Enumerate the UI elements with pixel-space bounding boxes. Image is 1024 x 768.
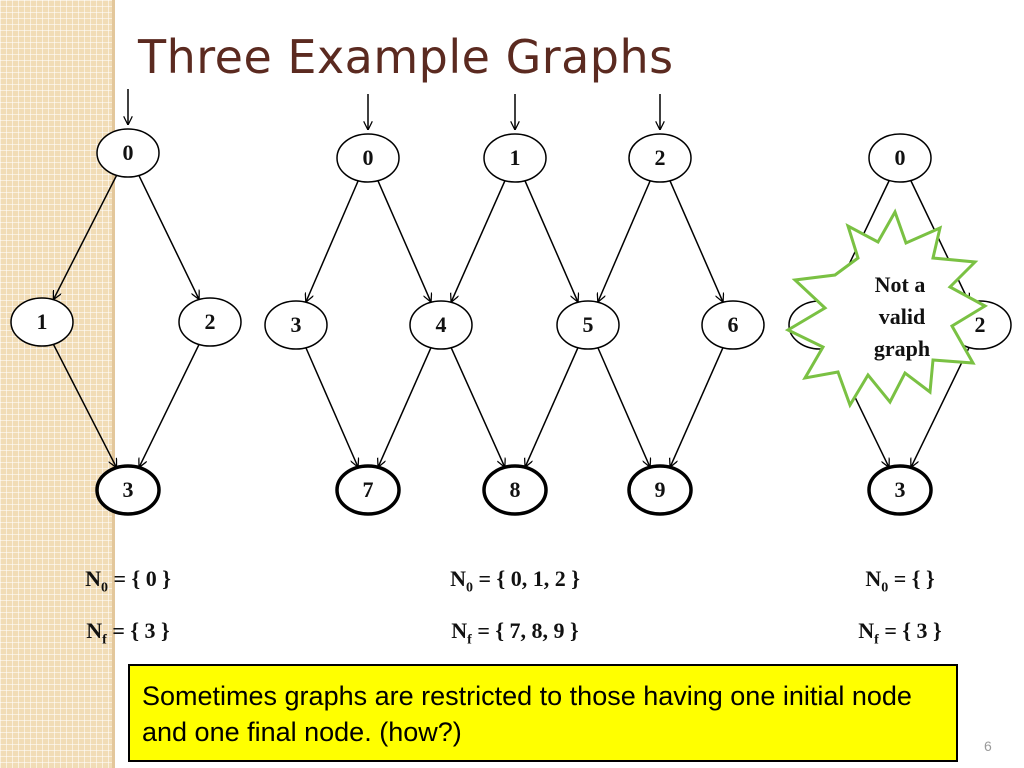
- graph-1-initial-set: N0 = { 0 }: [85, 566, 171, 596]
- side-strip-edge: [112, 0, 115, 768]
- edge-g2n0-g2n4: [377, 180, 431, 303]
- node-g3n0: [868, 133, 932, 183]
- node-g1n1: [10, 297, 74, 347]
- badge-line-1: Not a: [875, 272, 926, 297]
- edge-g1n0-g1n1: [52, 174, 118, 299]
- edge-g1n1-g1n3: [52, 343, 118, 467]
- node-label-g3n3: 3: [895, 477, 906, 502]
- node-label-g1n1: 1: [37, 309, 48, 334]
- edge-g2n0-g2n3: [306, 180, 359, 302]
- edge-g2n2-g2n5: [598, 180, 651, 302]
- node-g2n0: [336, 133, 400, 183]
- final-node-g1n3: [95, 464, 161, 516]
- page-number: 6: [984, 738, 992, 754]
- node-label-g2n1: 1: [510, 145, 521, 170]
- graph-2-final-set: Nf = { 7, 8, 9 }: [451, 618, 579, 648]
- badge-line-2: valid: [879, 304, 925, 329]
- node-label-g3n2: 2: [975, 312, 986, 337]
- node-label-g2n8: 8: [510, 477, 521, 502]
- node-g2n2: [628, 133, 692, 183]
- badge-star-shape: [784, 208, 989, 409]
- graph-1-final-set: Nf = { 3 }: [86, 618, 170, 648]
- node-g2n5: [556, 300, 620, 350]
- initial-arrows-layer: [128, 89, 660, 130]
- edge-g2n5-g2n8: [525, 347, 579, 468]
- final-node-g2n7: [335, 464, 401, 516]
- note-callout: Sometimes graphs are restricted to those…: [128, 664, 958, 762]
- graph-3-initial-set: N0 = { }: [865, 566, 935, 596]
- edge-g2n1-g2n5: [524, 180, 578, 303]
- node-label-g2n0: 0: [363, 145, 374, 170]
- final-node-g2n9: [627, 464, 693, 516]
- edge-g2n5-g2n9: [597, 347, 650, 468]
- edge-g2n2-g2n6: [669, 180, 723, 303]
- side-decoration-strip: [0, 0, 112, 768]
- graph-2-initial-set: N0 = { 0, 1, 2 }: [450, 566, 580, 596]
- edge-g2n6-g2n9: [670, 347, 724, 468]
- node-label-g2n7: 7: [363, 477, 374, 502]
- node-label-g2n9: 9: [655, 477, 666, 502]
- edge-g2n4-g2n7: [378, 347, 432, 468]
- edge-g2n1-g2n4: [451, 180, 506, 303]
- node-g1n0: [96, 128, 160, 178]
- edge-g2n3-g2n7: [305, 347, 358, 468]
- badge-line-3: graph: [874, 336, 930, 361]
- node-g2n1: [483, 133, 547, 183]
- final-node-g2n8: [482, 464, 548, 516]
- invalid-graph-badge: Not a valid graph: [784, 208, 989, 409]
- slide-title: Three Example Graphs: [138, 30, 674, 84]
- edge-g3n2-g3n3: [911, 347, 970, 467]
- node-label-g3n0: 0: [895, 145, 906, 170]
- node-label-g2n5: 5: [583, 312, 594, 337]
- node-g2n3: [264, 300, 328, 350]
- edges-layer: [52, 174, 970, 468]
- note-text: Sometimes graphs are restricted to those…: [142, 681, 912, 747]
- graph-3-final-set: Nf = { 3 }: [858, 618, 942, 648]
- edge-g2n4-g2n8: [450, 347, 505, 468]
- node-label-g1n2: 2: [205, 309, 216, 334]
- edge-g1n0-g1n2: [138, 175, 199, 299]
- node-label-g2n6: 6: [728, 312, 739, 337]
- node-label-g2n4: 4: [436, 312, 447, 337]
- final-node-g3n3: [867, 464, 933, 516]
- node-label-g2n2: 2: [655, 145, 666, 170]
- edge-g3n0-g3n2: [910, 180, 969, 303]
- node-g1n2: [178, 297, 242, 347]
- node-label-g1n3: 3: [123, 477, 134, 502]
- edge-g1n2-g1n3: [139, 344, 200, 467]
- node-g2n4: [409, 300, 473, 350]
- node-label-g2n3: 3: [291, 312, 302, 337]
- node-label-g1n0: 0: [123, 140, 134, 165]
- node-g2n6: [701, 300, 765, 350]
